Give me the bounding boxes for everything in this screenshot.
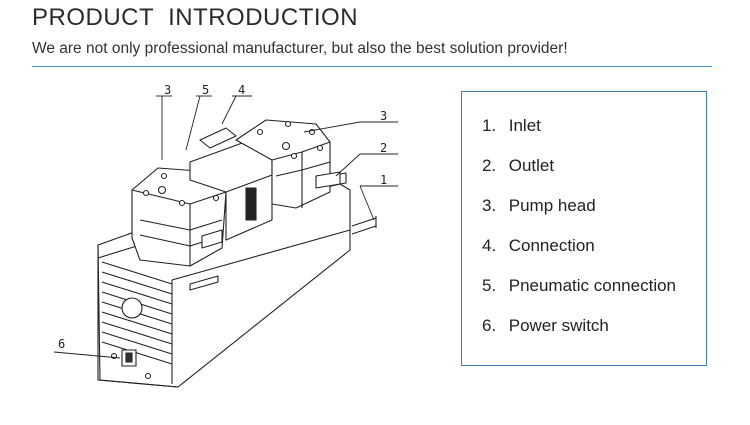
left-fitting-icon xyxy=(201,229,223,249)
legend-label: Pneumatic connection xyxy=(508,276,677,295)
legend-item-outlet: 2. Outlet xyxy=(482,154,676,194)
page-subtitle: We are not only professional manufacture… xyxy=(32,40,568,57)
page-title: PRODUCT INTRODUCTION xyxy=(32,4,359,31)
legend-number: 2. xyxy=(482,156,497,175)
vent-grille xyxy=(101,261,173,365)
legend-item-inlet: 1. Inlet xyxy=(482,114,676,154)
callout-3-right: 3 xyxy=(380,109,387,123)
legend-label: Inlet xyxy=(508,116,541,135)
header-divider xyxy=(32,66,712,67)
callout-1: 1 xyxy=(380,173,387,187)
legend-label: Pump head xyxy=(508,196,596,215)
legend-item-pneumatic-connection: 5. Pneumatic connection xyxy=(482,274,676,314)
callout-5: 5 xyxy=(202,83,209,97)
legend-number: 1. xyxy=(482,116,497,135)
legend-list: 1. Inlet 2. Outlet 3. Pump head 4. Conne… xyxy=(482,114,676,354)
legend-number: 4. xyxy=(482,236,497,255)
legend-label: Connection xyxy=(508,236,595,255)
legend-number: 3. xyxy=(482,196,497,215)
legend-item-connection: 4. Connection xyxy=(482,234,676,274)
pump-diagram: 3 5 4 3 2 1 6 xyxy=(53,83,398,388)
callout-6: 6 xyxy=(58,337,65,351)
legend-number: 5. xyxy=(482,276,497,295)
legend-label: Outlet xyxy=(508,156,555,175)
callout-3-left: 3 xyxy=(164,83,171,97)
fan-hub xyxy=(121,297,143,319)
callout-4: 4 xyxy=(238,83,245,97)
legend-number: 6. xyxy=(482,316,497,335)
callout-2: 2 xyxy=(380,141,387,155)
inlet-tube-icon xyxy=(351,216,377,235)
pneumatic-connection xyxy=(199,127,237,149)
legend-item-power-switch: 6. Power switch xyxy=(482,314,676,354)
legend-item-pump-head: 3. Pump head xyxy=(482,194,676,234)
legend-box: 1. Inlet 2. Outlet 3. Pump head 4. Conne… xyxy=(461,91,707,366)
legend-label: Power switch xyxy=(508,316,609,335)
pump-head-right xyxy=(235,119,331,209)
